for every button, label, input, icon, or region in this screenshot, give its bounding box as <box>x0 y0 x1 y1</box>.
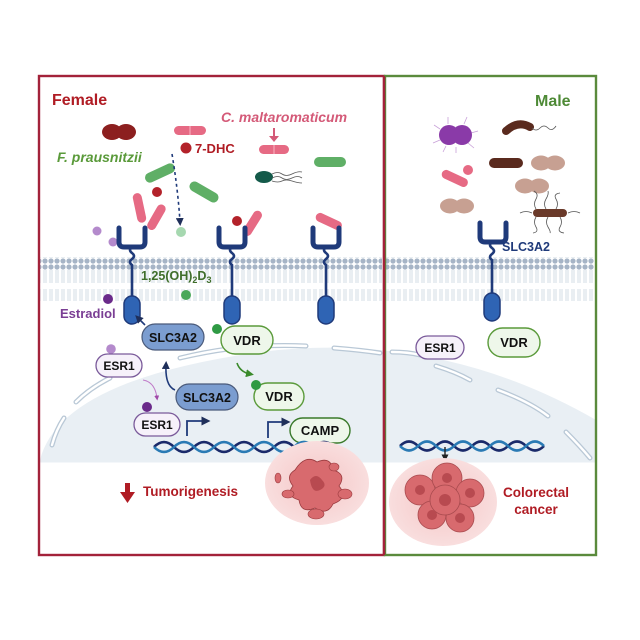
seven-dhc-molecule <box>180 142 192 154</box>
vdr-cytoplasm-node <box>220 325 274 355</box>
vdr-translocation-arrow <box>236 362 254 378</box>
esr1-cytoplasm-label: ESR1 <box>103 359 135 373</box>
seven-dhc-label: 7-DHC <box>195 141 235 156</box>
tan-diplococcus-3 <box>440 198 474 214</box>
esr1-male-node <box>415 335 465 360</box>
c-maltaromaticum-label: C. maltaromaticum <box>221 109 347 125</box>
purple-diplococcus <box>432 116 479 153</box>
slc3a2-nuclear-label: SLC3A2 <box>183 391 231 405</box>
estradiol-molecule-2 <box>108 237 118 247</box>
slc3a2-receptor-3 <box>310 225 342 325</box>
slc3a2-receptor-2 <box>216 225 248 325</box>
slc3a2-cytoplasm-label: SLC3A2 <box>149 331 197 345</box>
colorectal-cancer-label-line2: cancer <box>514 502 558 517</box>
vitamin-d-molecule-outside <box>176 227 186 237</box>
esr1-nuclear-label: ESR1 <box>141 418 173 432</box>
seven-dhc-bound-receptor-2 <box>232 216 242 226</box>
estradiol-molecule-1 <box>92 226 102 236</box>
vitamin-d-bound-vdr-nuc <box>251 380 261 390</box>
colorectal-cancer-label-line1: Colorectal <box>503 485 569 500</box>
slc3a2-export-arrow <box>161 361 176 391</box>
tumor-disrupted-female <box>265 441 369 525</box>
esr1-translocation-arrow <box>142 379 160 401</box>
esr1-male-label: ESR1 <box>424 341 456 355</box>
estradiol-molecule-inside <box>103 294 113 304</box>
conversion-dashed-arrow <box>171 153 184 226</box>
vitamin-d-bound-vdr-cyto <box>212 324 222 334</box>
down-arrow-icon <box>120 483 135 503</box>
female-title: Female <box>52 92 107 109</box>
estradiol-bound-esr1-cyto <box>106 344 116 354</box>
vitamin-d-molecule-inside <box>181 290 191 300</box>
flagellated-bacterium-teal <box>255 171 303 184</box>
curved-flagellated-bacterium <box>502 120 557 135</box>
dark-brown-rod <box>489 158 523 168</box>
slc3a2-cytoplasm-node <box>141 323 205 351</box>
esr1-nuclear-node <box>133 412 181 437</box>
vdr-nuclear-label: VDR <box>265 389 293 404</box>
vdr-cytoplasm-label: VDR <box>233 333 261 348</box>
esr1-cytoplasm-node <box>95 353 143 378</box>
c-maltaromaticum-bacterium-top <box>174 126 206 135</box>
male-title: Male <box>535 93 571 110</box>
camp-label: CAMP <box>301 423 340 438</box>
slc3a2-receptor-male <box>477 220 509 322</box>
bacterium-bound-receptor-2 <box>242 210 262 236</box>
diplococcus-dark-red <box>102 124 136 140</box>
dna-helix-male <box>399 440 545 452</box>
vdr-male-label: VDR <box>500 335 528 350</box>
estradiol-bound-esr1-nuc <box>142 402 152 412</box>
tan-diplococcus-2 <box>515 178 549 194</box>
tan-diplococcus-1 <box>531 155 565 171</box>
f-prausnitzii-bacterium-3 <box>314 157 346 167</box>
seven-dhc-molecule-2 <box>152 187 162 197</box>
transcription-start-esr1 <box>186 416 211 436</box>
colorectal-tumor-cluster <box>389 458 497 546</box>
pink-bacterium-male <box>441 165 473 187</box>
c-maltaromaticum-arrow <box>269 128 279 142</box>
f-prausnitzii-label: F. prausnitzii <box>57 149 143 165</box>
slc3a2-nuclear-node <box>175 383 239 411</box>
f-prausnitzii-bacterium-1 <box>145 163 175 183</box>
tumorigenesis-label: Tumorigenesis <box>143 484 238 499</box>
slc3a2-to-membrane-arrow <box>135 315 146 326</box>
f-prausnitzii-bacterium-2 <box>189 181 219 203</box>
vdr-male-node <box>487 327 541 358</box>
estradiol-label: Estradiol <box>60 306 116 321</box>
vitamin-d3-label: 1,25(OH)2D3 <box>141 269 211 285</box>
bacterium-bound-receptor-3 <box>315 212 342 230</box>
bacterium-bound-receptor-1a <box>132 193 147 223</box>
slc3a2-male-label: SLC3A2 <box>502 240 550 254</box>
c-maltaromaticum-bacterium <box>259 145 289 154</box>
vdr-nuclear-node <box>253 382 305 411</box>
bacterium-bound-receptor-1b <box>147 204 166 230</box>
transcription-start-vdr <box>267 417 291 438</box>
peritrichous-bacterium <box>519 190 581 234</box>
